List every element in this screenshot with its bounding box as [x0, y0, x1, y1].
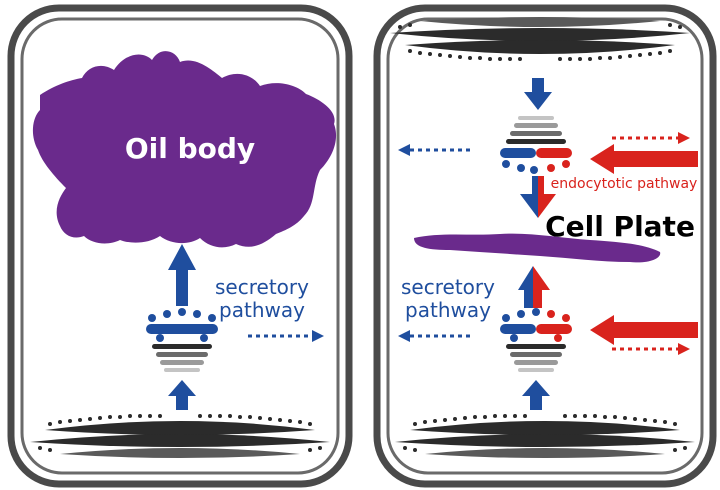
- arrow-icon: [518, 266, 550, 308]
- er-icon: [30, 414, 330, 458]
- arrow-icon: [590, 315, 698, 345]
- er-icon: [395, 414, 695, 458]
- arrow-icon: [398, 144, 474, 156]
- cell-plate-shape: [414, 233, 661, 263]
- left-cell-wall: [7, 4, 353, 488]
- arrow-icon: [168, 380, 196, 410]
- arrow-icon: [248, 330, 324, 342]
- arrow-icon: [612, 132, 690, 144]
- arrow-icon: [524, 78, 552, 110]
- left-cell: Oil body secretory pathway: [7, 4, 353, 488]
- golgi-icon: [500, 308, 572, 372]
- arrow-icon: [590, 144, 698, 174]
- arrow-icon: [398, 330, 474, 342]
- secretory-label-left-line1: secretory: [215, 275, 309, 299]
- endocytotic-label: endocytotic pathway: [551, 176, 698, 192]
- er-icon: [390, 17, 690, 61]
- golgi-icon: [146, 308, 218, 372]
- secretory-label-left-line2: pathway: [219, 298, 305, 322]
- secretory-label-right-line2: pathway: [405, 298, 491, 322]
- arrow-icon: [522, 380, 550, 410]
- arrow-icon: [520, 176, 556, 218]
- oil-body-label: Oil body: [125, 132, 255, 165]
- oil-body-shape: [32, 51, 337, 248]
- arrow-icon: [168, 244, 196, 306]
- secretory-label-right-line1: secretory: [401, 275, 495, 299]
- left-cell-wall-inner: [20, 17, 340, 475]
- golgi-icon: [500, 116, 572, 174]
- arrow-icon: [612, 343, 690, 355]
- cell-plate-label: Cell Plate: [545, 210, 695, 243]
- right-cell: endocytotic pathway Cell Plate secretory…: [373, 4, 717, 488]
- right-cell-wall: [373, 4, 717, 488]
